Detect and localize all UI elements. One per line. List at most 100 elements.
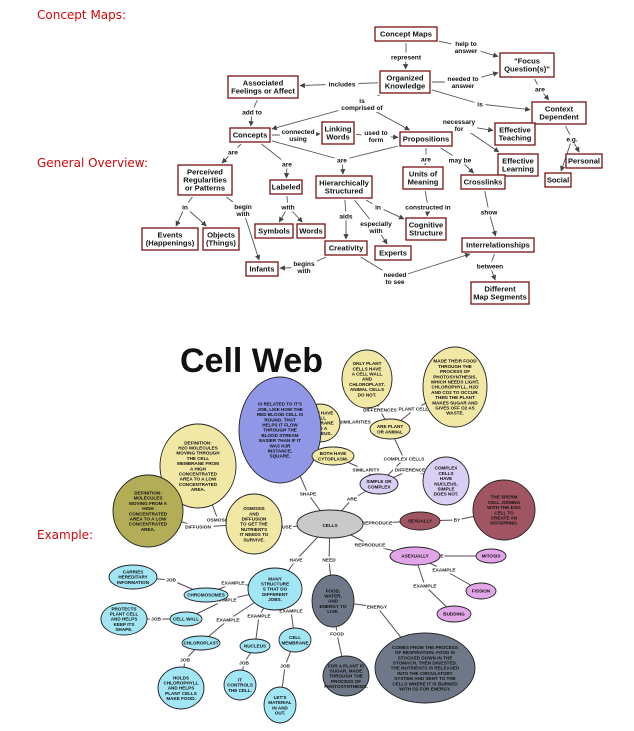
concept-map-connector <box>242 209 261 261</box>
linking-phrase-bg <box>418 154 434 164</box>
cell-link-k21: EXAMPLE <box>221 581 245 587</box>
cell-node-shape <box>296 509 364 539</box>
concept-box <box>531 101 587 125</box>
concept-box <box>544 172 572 188</box>
cell-link-k8: ARE <box>347 497 358 503</box>
concept-box <box>497 153 539 177</box>
linking-phrase-l15: are <box>337 157 347 164</box>
linking-phrase-l28: between <box>477 263 503 270</box>
cell-link-k18: HAVE <box>290 558 304 564</box>
cell-link-k11: USE <box>282 525 293 531</box>
cell-link-k13: BY <box>454 518 461 524</box>
concept-node-lab: Labeled <box>269 179 303 195</box>
cell-node-nuc: NUCLEUS <box>239 638 271 654</box>
linking-phrase-bg <box>361 128 391 144</box>
linking-phrase-bg <box>278 202 298 212</box>
cell-link-k28: JOB <box>239 661 249 667</box>
cell-link-bg <box>382 455 426 463</box>
concept-box <box>460 174 506 190</box>
cell-link-bg <box>212 596 238 604</box>
cell-link-k29: JOB <box>280 664 290 670</box>
cell-node-shape <box>278 627 312 653</box>
cell-link-bg <box>321 556 337 564</box>
linking-phrase-l2: represent <box>391 54 422 61</box>
cell-node-shape <box>159 423 237 509</box>
cell-node-shape <box>157 666 205 710</box>
cell-link-bg <box>366 603 388 611</box>
linking-phrase-l20: with <box>280 204 294 211</box>
cell-node-chromo: CHROMOSOMES <box>183 587 229 603</box>
cell-node-shape <box>311 446 355 466</box>
example-label: Example: <box>37 528 94 542</box>
linking-phrase-bg <box>225 147 241 157</box>
cell-link-k26: EXAMPLE <box>279 609 303 615</box>
linking-phrase-bg <box>356 219 396 235</box>
cell-node-shape <box>238 376 322 484</box>
cell-node-cellwall: CELL WALL <box>169 611 203 627</box>
cell-node-shape <box>436 605 472 623</box>
cell-link-bg <box>354 541 386 549</box>
cell-node-shape <box>422 346 488 428</box>
cell-link-k3: SIMILARITIES <box>339 420 372 426</box>
linking-phrase-l13: are <box>228 149 238 156</box>
cell-node-shape <box>112 474 184 548</box>
linking-phrase-bg <box>325 79 359 89</box>
cell-node-text-mitosis: MITOSIS <box>482 554 501 559</box>
concept-label-so: Social <box>547 176 569 185</box>
linking-phrase-bg <box>440 117 478 133</box>
cell-link-bg <box>298 490 318 498</box>
linking-phrase-bg <box>475 261 505 271</box>
cell-node-cells: CELLS <box>296 509 364 539</box>
concept-box <box>227 75 299 99</box>
concept-box <box>461 237 535 253</box>
cell-node-shape <box>169 611 203 627</box>
cell-node-text-nuc: NUCLEUS <box>244 644 266 649</box>
cell-node-shape <box>369 418 411 440</box>
cell-link-bg <box>361 406 399 414</box>
concept-box <box>202 227 240 251</box>
cell-link-k31: FOOD <box>330 632 344 638</box>
concept-map-connector <box>271 140 343 161</box>
concept-box <box>269 179 303 195</box>
concept-box <box>254 223 294 239</box>
concept-label-ev: Events(Happenings) <box>146 231 195 248</box>
cell-link-k4: COMPLEX CELLS <box>384 457 426 463</box>
cell-node-text-cellwall: CELL WALL <box>173 617 199 622</box>
linking-phrase-bg <box>372 202 384 212</box>
cell-node-shape <box>475 548 507 564</box>
concept-label-cm: Concept Maps <box>380 30 432 39</box>
concept-node-pr: Propositions <box>399 131 453 147</box>
concept-map-connector <box>479 103 531 112</box>
cell-link-bg <box>288 556 304 564</box>
concept-node-cm: Concept Maps <box>374 26 438 42</box>
concept-node-ir: Interrelationships <box>461 237 535 253</box>
